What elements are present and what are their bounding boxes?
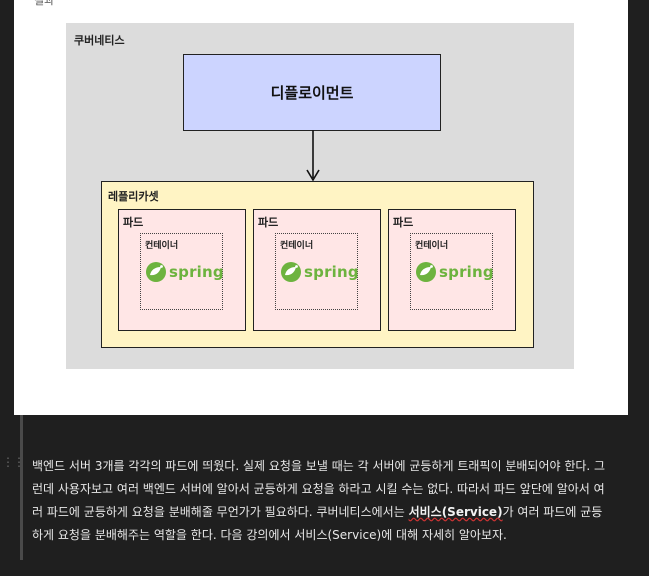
- container-label: 컨테이너: [415, 241, 449, 251]
- paragraph-text-part2: 가 여러 파드에 균등하게 요청을 분배해주는 역할을 한다. 다음 강의에서 …: [32, 505, 603, 542]
- spring-logo-text: spring: [304, 263, 359, 281]
- spring-logo-text: spring: [169, 263, 224, 281]
- pod-label: 파드: [258, 216, 279, 229]
- deployment-box: 디플로이먼트: [183, 54, 441, 131]
- deployment-to-replicaset-arrow: [306, 130, 320, 182]
- container-box: 컨테이너 spring: [275, 233, 359, 310]
- pod-label: 파드: [393, 216, 414, 229]
- container-label: 컨테이너: [145, 241, 179, 251]
- kubernetes-area: 쿠버네티스 디플로이먼트 레플리카셋 파드 컨테이너: [66, 23, 574, 369]
- service-strong-text: 서비스(Service): [408, 505, 503, 519]
- container-box: 컨테이너 spring: [410, 233, 494, 310]
- body-paragraph: 백엔드 서버 3개를 각각의 파드에 띄웠다. 실제 요청을 보낼 때는 각 서…: [32, 455, 610, 547]
- top-cut-label: 결과: [34, 0, 55, 7]
- container-label: 컨테이너: [280, 241, 314, 251]
- diagram-image: 결과 쿠버네티스 디플로이먼트 레플리카셋 파드 컨테이너: [14, 0, 628, 415]
- deployment-label: 디플로이먼트: [270, 84, 354, 102]
- spring-logo: spring: [415, 260, 494, 284]
- kubernetes-label: 쿠버네티스: [74, 34, 125, 47]
- spring-logo: spring: [280, 260, 359, 284]
- spring-logo-text: spring: [439, 263, 494, 281]
- replicaset-box: 레플리카셋 파드 컨테이너 spri: [101, 181, 534, 348]
- pod-box: 파드 컨테이너 spring: [253, 209, 381, 331]
- pod-box: 파드 컨테이너 spring: [388, 209, 516, 331]
- replicaset-label: 레플리카셋: [108, 190, 159, 203]
- spring-logo: spring: [145, 260, 224, 284]
- pod-label: 파드: [123, 216, 144, 229]
- spring-leaf-icon: [146, 262, 166, 282]
- drag-handle-icon[interactable]: ⋮⋮: [2, 455, 25, 469]
- pod-box: 파드 컨테이너 spring: [118, 209, 246, 331]
- spring-leaf-icon: [416, 262, 436, 282]
- spring-leaf-icon: [281, 262, 301, 282]
- paragraph-text-part1: 백엔드 서버 3개를 각각의 파드에 띄웠다. 실제 요청을 보낼 때는 각 서…: [32, 459, 606, 519]
- container-box: 컨테이너 spring: [140, 233, 224, 310]
- pods-row: 파드 컨테이너 spring: [118, 209, 518, 331]
